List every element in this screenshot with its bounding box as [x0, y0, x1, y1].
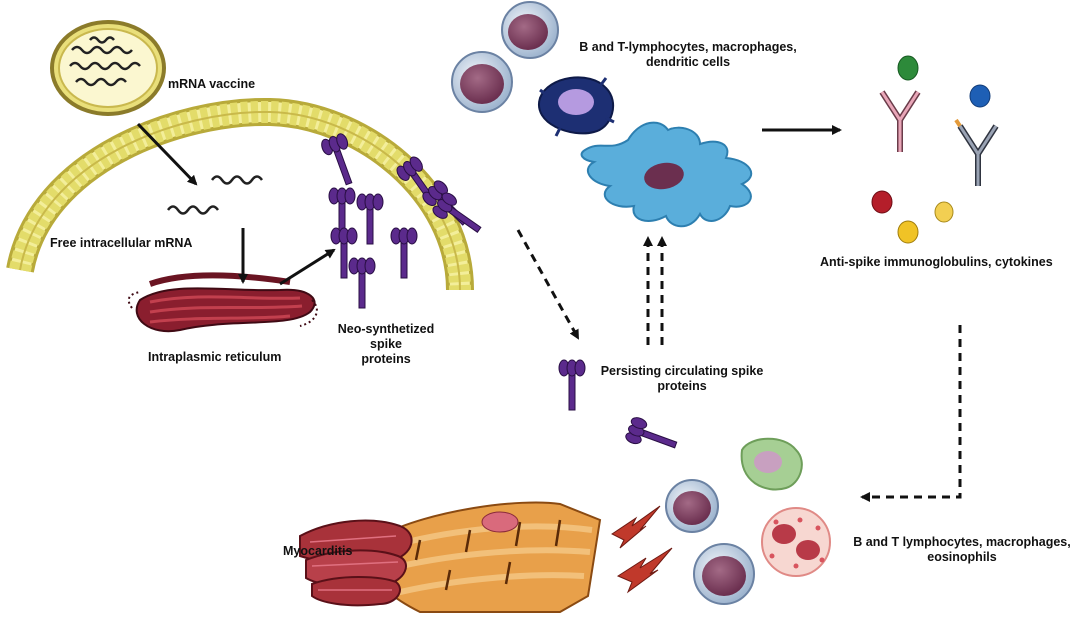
lymphocyte-bottom-1	[665, 479, 719, 533]
label-spike-line2: proteins	[361, 352, 411, 366]
dashed-arrows	[516, 229, 962, 502]
label-immune-cells: B and T-lymphocytes, macrophages, dendri…	[578, 40, 798, 70]
antibody-pink	[879, 90, 921, 152]
label-infiltrate-line2: eosinophils	[927, 550, 997, 564]
mrna-vaccine-particle	[50, 20, 166, 116]
label-spike-line1: Neo-synthetized spike	[337, 322, 435, 351]
lymphocyte-top-1	[501, 1, 559, 59]
arrow-vaccine-to-mrna	[136, 122, 198, 186]
spike-protein	[328, 187, 356, 239]
spike-protein	[321, 133, 353, 186]
label-infiltrate-line1: B and T lymphocytes, macrophages,	[853, 535, 1071, 549]
cytokines	[871, 55, 991, 244]
label-immune-line1: B and T-lymphocytes, macrophages,	[579, 40, 797, 54]
arrow-antibodies-to-infiltrate	[860, 325, 962, 502]
macrophage-cell	[537, 76, 615, 137]
lymphocyte-bottom-2	[693, 543, 755, 605]
label-persist-line2: proteins	[657, 379, 707, 393]
reticulum-organelle	[127, 272, 318, 333]
spike-protein	[558, 359, 586, 411]
spike-protein	[348, 257, 376, 309]
spike-protein	[356, 193, 384, 245]
label-persist-line1: Persisting circulating spike	[600, 364, 764, 378]
label-infiltrate: B and T lymphocytes, macrophages, eosino…	[848, 535, 1076, 565]
label-persisting-spike: Persisting circulating spike proteins	[592, 364, 772, 394]
spike-proteins	[321, 133, 678, 449]
label-immune-line2: dendritic cells	[645, 55, 731, 69]
spike-protein	[390, 227, 418, 279]
macrophage-green	[740, 437, 803, 491]
damage-bolt-2	[616, 547, 673, 594]
spike-protein	[432, 192, 482, 233]
spike-protein	[330, 227, 358, 279]
myocardium-tissue	[299, 501, 602, 613]
cell-membrane	[6, 97, 474, 291]
label-mrna-vaccine: mRNA vaccine	[168, 77, 256, 91]
process-arrows	[136, 122, 842, 286]
antibody-grey	[954, 118, 999, 186]
dendritic-cell	[580, 121, 753, 228]
arrow-spike-release	[516, 229, 580, 340]
damage-bolt-1	[611, 505, 661, 549]
arrow-reticulum-to-spike	[279, 248, 336, 286]
eosinophil-cell	[761, 507, 831, 577]
spike-protein	[625, 417, 678, 449]
label-reticulum: Intraplasmic reticulum	[148, 350, 282, 364]
label-myocarditis: Myocarditis	[283, 544, 353, 558]
label-antibodies: Anti-spike immunoglobulins, cytokines	[820, 255, 1053, 269]
label-free-mrna: Free intracellular mRNA	[50, 236, 193, 250]
lymphocyte-top-2	[451, 51, 513, 113]
label-spike-proteins: Neo-synthetized spike proteins	[326, 322, 446, 367]
free-mrna-strands	[166, 175, 264, 215]
